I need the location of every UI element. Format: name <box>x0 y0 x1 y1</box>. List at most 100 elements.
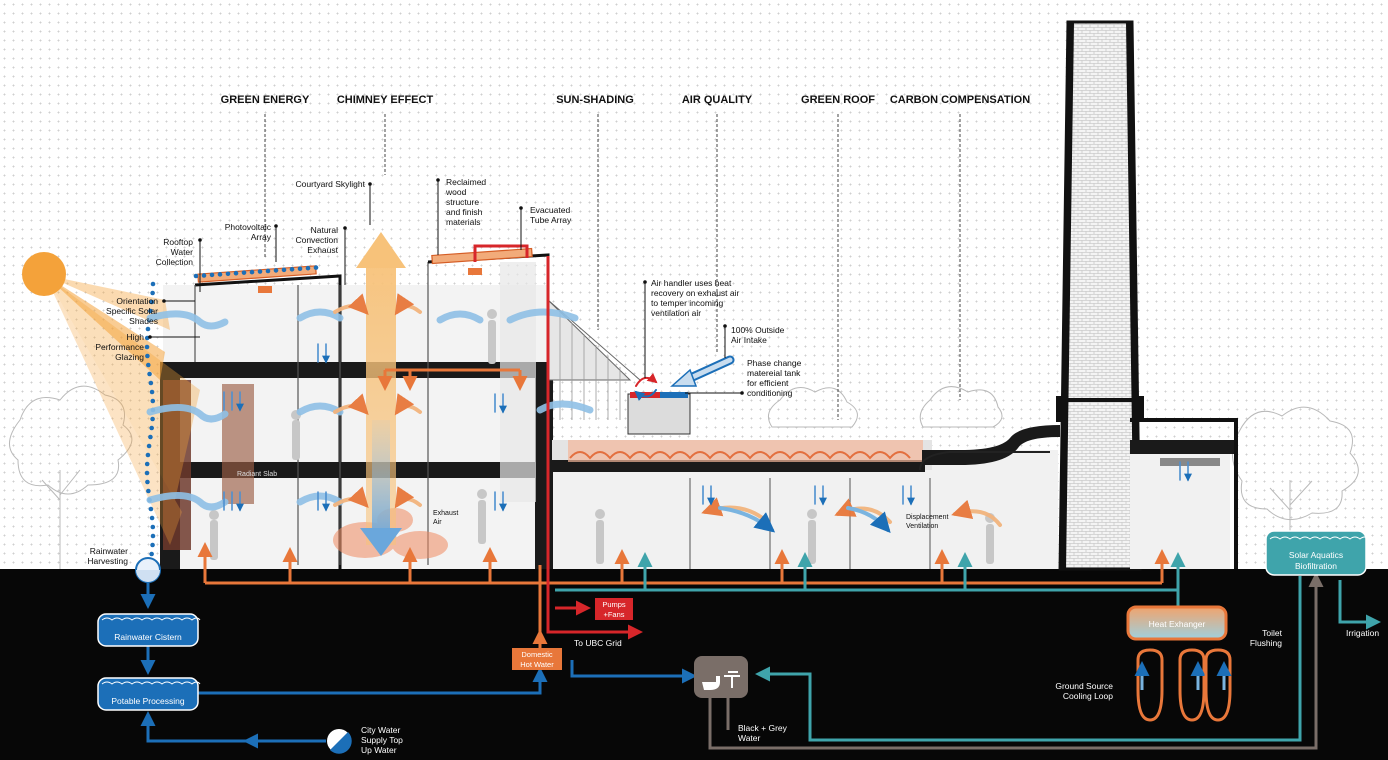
city-water-label-3: Up Water <box>361 745 397 755</box>
rain-dot <box>249 269 255 275</box>
theme-chimney-effect: CHIMNEY EFFECT <box>337 94 434 106</box>
airflow-arrows <box>146 293 1188 533</box>
reclaimed-wood-label-4: and finish <box>446 207 483 217</box>
theme-green-roof: GREEN ROOF <box>801 94 875 106</box>
city-water-label: City Water <box>361 725 401 735</box>
reclaimed-wood-label-5: materials <box>446 217 480 227</box>
exhaust-air-label-2: Air <box>433 519 442 526</box>
domestic-hot-water-label-2: Hot Water <box>520 660 554 669</box>
toilet-flushing-label: Toilet <box>1262 628 1282 638</box>
pumps-fans-box[interactable]: Pumps +Fans <box>595 598 633 620</box>
displacement-label: Displacement <box>906 514 948 521</box>
rain-dot <box>147 371 152 377</box>
solar-aquatics-label: Solar Aquatics <box>1289 550 1343 560</box>
heat-exchanger-box[interactable]: Heat Exhanger <box>1126 605 1228 641</box>
outside-air-label-2: Air Intake <box>731 335 767 345</box>
solar-shades-label-2: Specific Solar <box>106 306 158 316</box>
rain-dot <box>150 542 155 548</box>
solar-aquatics-label-2: Biofiltration <box>1295 561 1337 571</box>
rain-dot <box>148 308 153 314</box>
underground-labels: To UBC Grid Toilet Flushing Irrigation G… <box>361 628 1379 755</box>
rain-dot <box>149 299 155 305</box>
potable-processing-box[interactable]: Potable Processing <box>97 677 201 711</box>
rain-dot <box>305 265 311 271</box>
reclaimed-wood-label-2: wood <box>445 187 467 197</box>
domestic-hot-water-box[interactable]: Domestic Hot Water <box>512 648 562 670</box>
rain-dot <box>144 461 150 467</box>
rain-dot <box>145 353 150 359</box>
evacuated-tube-label-2: Tube Array <box>530 215 572 225</box>
callout-dots <box>148 178 744 395</box>
phase-change-label-4: conditioning <box>747 388 793 398</box>
rain-dot <box>313 265 319 270</box>
rain-dot <box>150 524 156 530</box>
rain-dot <box>149 551 154 557</box>
glazing-label: High <box>127 332 145 342</box>
rain-dot <box>148 380 154 386</box>
rooftop-water-label: Rooftop <box>163 237 193 247</box>
phase-change-label: Phase change <box>747 358 802 368</box>
phase-change-label-3: for efficient <box>747 378 789 388</box>
chimney-stack <box>1056 20 1144 571</box>
pumps-fans-label: Pumps <box>602 600 626 609</box>
toilet-tap-icon[interactable] <box>694 656 748 698</box>
rain-dot <box>217 272 223 277</box>
photovoltaic-label-2: Array <box>251 232 272 242</box>
black-grey-water-label: Black + Grey <box>738 723 788 733</box>
solar-shades-label: Orientation <box>116 296 158 306</box>
natural-convection-label-2: Convection <box>295 235 338 245</box>
callout-leader-lines <box>150 180 742 394</box>
rain-dot <box>150 398 156 404</box>
pumps-fans-label-2: +Fans <box>603 610 624 619</box>
rainwater-harvest-node <box>135 557 161 583</box>
rainwater-cistern-box[interactable]: Rainwater Cistern <box>97 613 201 647</box>
rain-dot <box>150 416 155 422</box>
air-handler-label-2: recovery on exhaust air <box>651 288 740 298</box>
ground-source-label-2: Cooling Loop <box>1063 691 1113 701</box>
rain-dot <box>148 506 154 512</box>
rain-dot <box>149 425 154 431</box>
rain-dot <box>273 268 279 273</box>
rain-dot <box>146 443 152 449</box>
glazing-label-2: Performance <box>95 342 144 352</box>
evacuated-tube-label: Evacuated <box>530 205 570 215</box>
potable-processing-label: Potable Processing <box>111 696 185 706</box>
sun-icon <box>22 252 200 545</box>
rainwater-harvesting-label: Rainwater <box>90 546 128 556</box>
natural-convection-label: Natural <box>311 225 339 235</box>
rainwater-harvesting-label-2: Harvesting <box>87 556 128 566</box>
air-handler-label-3: to temper incoming <box>651 298 724 308</box>
theme-green-energy: GREEN ENERGY <box>221 94 310 106</box>
theme-air-quality: AIR QUALITY <box>682 94 753 106</box>
rain-dot <box>257 269 263 274</box>
domestic-hot-water-label: Domestic <box>521 650 553 659</box>
city-water-label-2: Supply Top <box>361 735 403 745</box>
solar-aquatics-box[interactable]: Solar Aquatics Biofiltration <box>1265 530 1369 576</box>
outside-air-label: 100% Outside <box>731 325 785 335</box>
air-handler-label: Air handler uses heat <box>651 278 732 288</box>
callout-texts: Courtyard Skylight Photovoltaic Array Na… <box>87 177 948 566</box>
radiant-slab-label: Radiant Slab <box>237 471 277 478</box>
rooftop-water-label-3: Collection <box>156 257 194 267</box>
rain-dot <box>144 470 150 476</box>
rain-dot <box>150 290 155 296</box>
rooftop-water-label-2: Water <box>171 247 194 257</box>
rain-dot <box>145 479 150 485</box>
rainwater-cistern-label: Rainwater Cistern <box>114 632 182 642</box>
solar-shades-label-3: Shades <box>129 316 158 326</box>
exhaust-air-label: Exhaust <box>433 510 458 517</box>
background-trees <box>9 385 1359 569</box>
irrigation-label: Irrigation <box>1346 628 1379 638</box>
rain-dot <box>265 268 271 274</box>
rain-dot <box>146 488 151 494</box>
rainwater-collection-path <box>144 265 319 557</box>
to-ubc-grid-label: To UBC Grid <box>574 638 622 648</box>
theme-sun-shading: SUN-SHADING <box>556 94 634 106</box>
rain-dot <box>148 434 153 440</box>
black-grey-water-label-2: Water <box>738 733 761 743</box>
toilet-flushing-label-2: Flushing <box>1250 638 1282 648</box>
rain-dot <box>150 281 156 287</box>
courtyard-skylight-label: Courtyard Skylight <box>296 179 366 189</box>
